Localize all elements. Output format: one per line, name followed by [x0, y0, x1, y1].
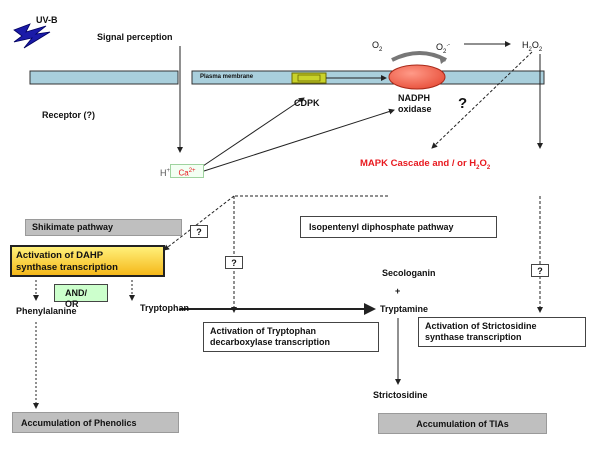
- question-box-tdc: ?: [225, 256, 243, 269]
- dahp-line1: Activation of DAHP: [16, 250, 104, 261]
- shikimate-pathway-box: Shikimate pathway: [25, 219, 182, 236]
- str-line1: Activation of Strictosidine: [425, 321, 537, 331]
- plasma-membrane-label: Plasma membrane: [200, 74, 254, 80]
- tias-accumulation-box: Accumulation of TIAs: [378, 413, 547, 434]
- mapk-cascade-label: MAPK Cascade and / or H2O2: [360, 158, 491, 171]
- dahp-line2: synthase transcription: [16, 262, 118, 273]
- str-line2: synthase transcription: [425, 332, 522, 342]
- plus-label: +: [395, 286, 401, 296]
- dahp-activation-box: Activation of DAHP synthase transcriptio…: [10, 245, 165, 277]
- receptor-membrane-bar: [29, 70, 179, 85]
- tdc-line1: Activation of Tryptophan: [210, 326, 317, 336]
- question-box-dahp: ?: [190, 225, 208, 238]
- signal-perception-label: Signal perception: [97, 32, 173, 42]
- superoxide-label: O2.-: [436, 42, 451, 55]
- question-box-str: ?: [531, 264, 549, 277]
- tryptamine-label: Tryptamine: [380, 304, 429, 314]
- cdpk-symbol: [291, 72, 327, 84]
- tryptophan-label: Tryptophan: [140, 303, 189, 313]
- and-or-box: AND/ OR: [54, 284, 108, 309]
- question-mark-label: ?: [458, 95, 468, 112]
- lightning-bolt-icon: [13, 23, 51, 49]
- receptor-label: Receptor (?): [42, 110, 96, 120]
- uvb-label: UV-B: [36, 15, 58, 25]
- proton-label: H+: [160, 168, 171, 178]
- nadph-label-line1: NADPH: [398, 93, 431, 103]
- phenylalanine-label: Phenylalanine: [16, 306, 77, 316]
- strictosidine-label: Strictosidine: [373, 390, 428, 400]
- ipp-pathway-box: Isopentenyl diphosphate pathway: [300, 216, 497, 238]
- tdc-activation-box: Activation of Tryptophan decarboxylase t…: [203, 322, 379, 352]
- nadph-label-line2: oxidase: [398, 104, 432, 114]
- h2o2-label: H2O2: [522, 40, 543, 53]
- calcium-box: Ca2+: [170, 164, 204, 178]
- secologanin-label: Secologanin: [382, 268, 436, 278]
- phenolics-accumulation-box: Accumulation of Phenolics: [12, 412, 179, 433]
- cdpk-label: CDPK: [294, 98, 320, 108]
- str-activation-box: Activation of Strictosidine synthase tra…: [418, 317, 586, 347]
- tdc-line2: decarboxylase transcription: [210, 337, 331, 347]
- nadph-oxidase-symbol: [388, 64, 446, 90]
- oxygen-label: O2: [372, 40, 383, 53]
